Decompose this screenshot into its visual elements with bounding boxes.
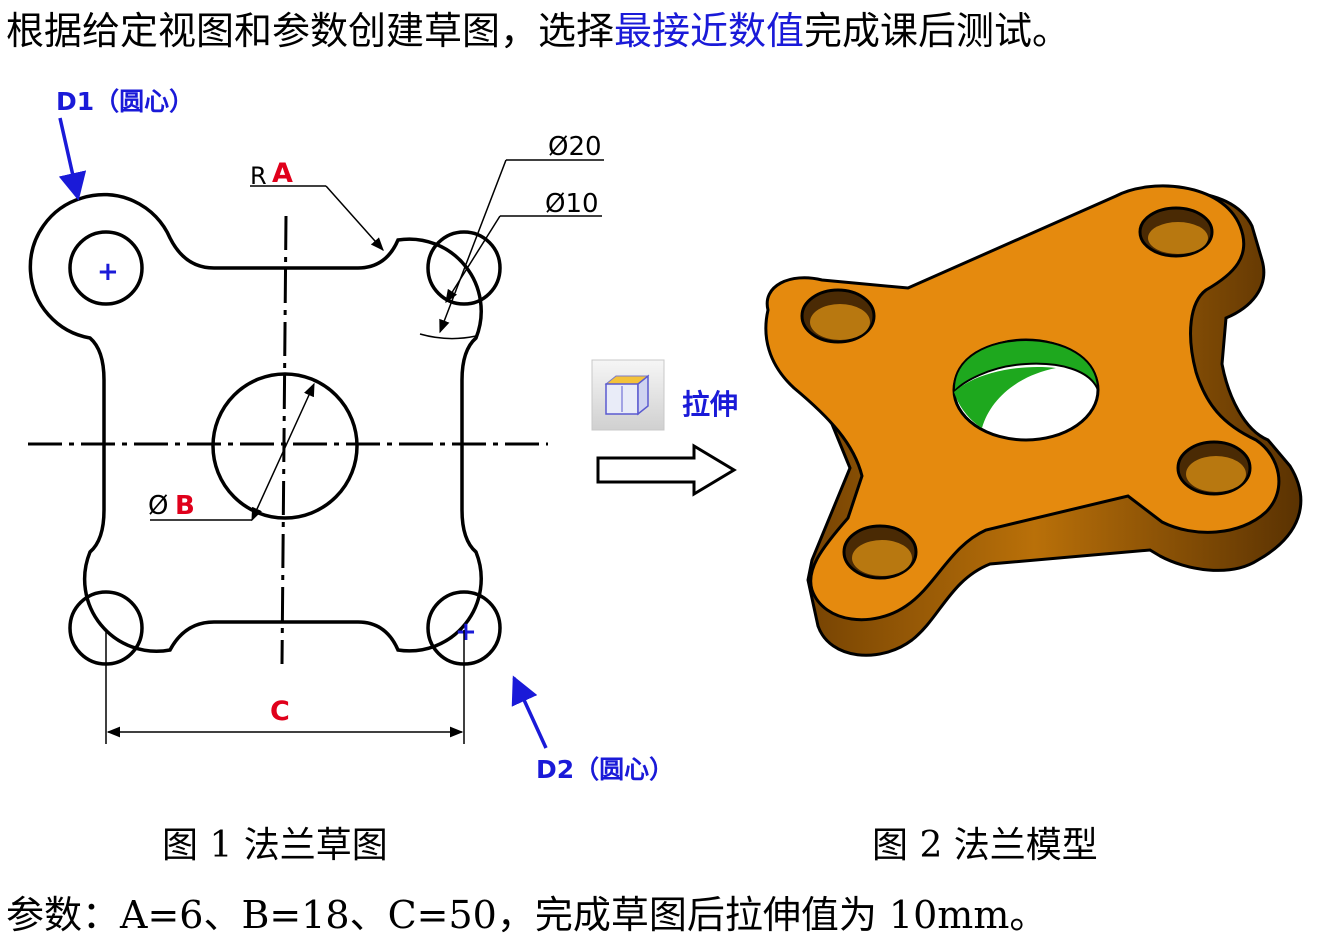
radius-prefix: R — [250, 162, 267, 190]
dia10-line — [445, 215, 501, 304]
center-mark-d1: + — [97, 257, 119, 287]
extrude-icon — [604, 374, 650, 416]
centerline-vertical — [280, 215, 288, 665]
model-center-hole-wall-left — [954, 367, 1056, 428]
hole-top-right — [426, 230, 502, 306]
extrude-label: 拉伸 — [682, 388, 738, 421]
extrude-step: 拉伸 — [591, 359, 738, 497]
model-hole-bottom-left-inner — [852, 540, 912, 576]
model-hole-bottom-right-inner — [1186, 456, 1246, 492]
caption-figure-1: 图 1 法兰草图 — [162, 825, 388, 866]
dia-symbol-b: Ø — [148, 491, 168, 521]
radius-leader — [325, 185, 384, 252]
title-before: 根据给定视图和参数创建草图，选择 — [6, 9, 615, 53]
sketch-outline — [28, 192, 483, 653]
title-highlight: 最接近数值 — [614, 9, 805, 53]
title-after: 完成课后测试。 — [804, 9, 1071, 53]
flange-model — [764, 184, 1303, 657]
dim-dia20: Ø20 — [548, 132, 602, 162]
dim-c-label: C — [270, 696, 290, 727]
arrow-d1 — [58, 117, 87, 201]
dia-var-b: B — [175, 491, 195, 521]
hole-top-left — [68, 230, 144, 306]
arrow-d2 — [511, 675, 548, 749]
label-d1: D1（圆心） — [56, 87, 194, 116]
model-hole-top-left-inner — [810, 304, 870, 340]
dia20-line — [439, 159, 507, 334]
caption-figure-2: 图 2 法兰模型 — [872, 825, 1098, 866]
model-center-hole-wall — [952, 338, 1099, 395]
center-mark-d2: + — [455, 617, 477, 647]
page-title: 根据给定视图和参数创建草图，选择最接近数值完成课后测试。 — [6, 2, 1070, 60]
flange-sketch: + + D1（圆心） D2（圆心） R A Ø20 Ø10 Ø B C — [28, 87, 674, 784]
radius-var-a: A — [272, 158, 293, 189]
diaB-line — [251, 382, 315, 522]
dim-dia10: Ø10 — [545, 189, 599, 219]
right-arrow-icon — [596, 443, 737, 497]
model-hole-top-right-inner — [1148, 222, 1208, 254]
dia20-arc — [419, 333, 477, 340]
label-d2: D2（圆心） — [536, 755, 674, 784]
parameters-text: 参数：A=6、B=18、C=50，完成草图后拉伸值为 10mm。 — [6, 893, 1048, 937]
